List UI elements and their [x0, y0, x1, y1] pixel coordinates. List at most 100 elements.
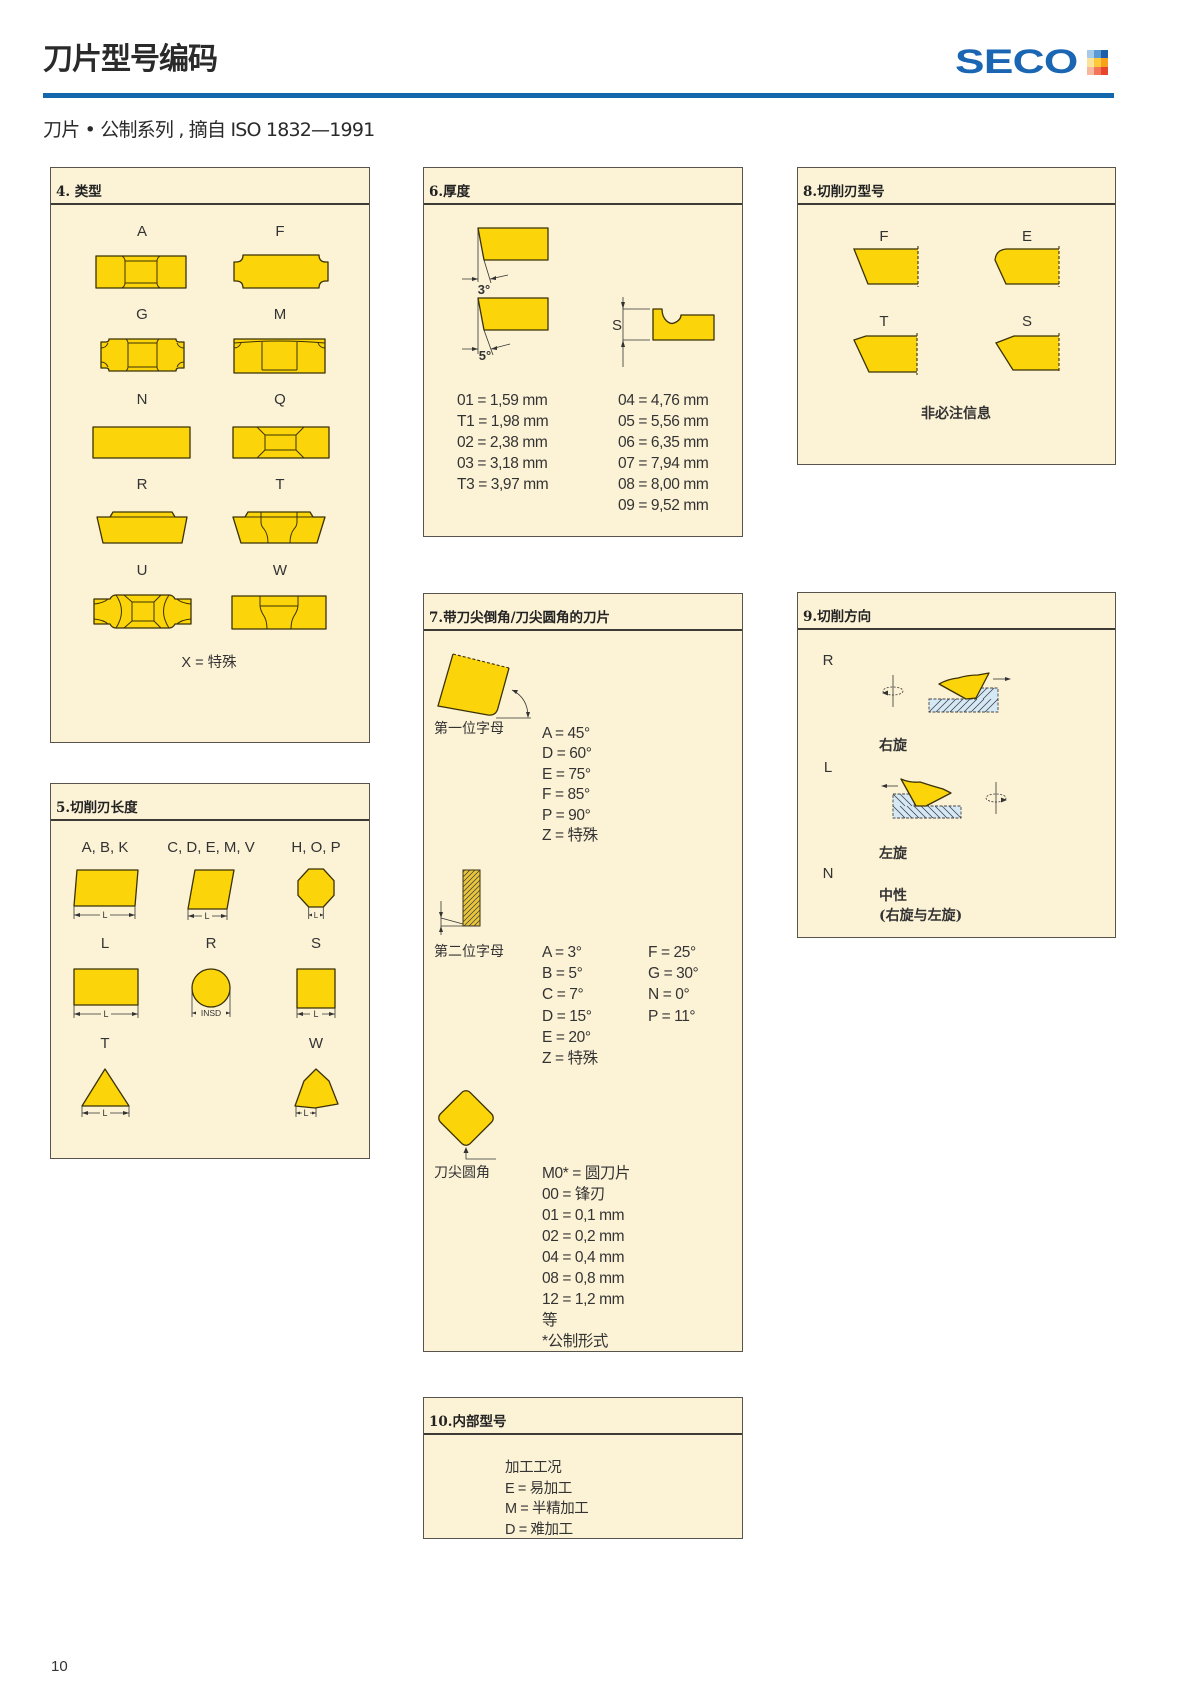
type-code-f: F	[275, 223, 285, 240]
insert-type-m-icon	[233, 338, 326, 374]
section-corner: 7.带刀尖倒角/刀尖圆角的刀片 第一位字母 A = 45° D = 60° E …	[423, 593, 743, 1352]
angle-value: F = 85°	[542, 786, 590, 804]
logo-square	[1087, 50, 1094, 59]
edge-code-e: E	[1021, 228, 1033, 245]
type-code-q: Q	[274, 391, 286, 408]
type-note: X = 特殊	[181, 655, 237, 671]
thickness-value: 06 = 6,35 mm	[618, 434, 709, 451]
logo-wordmark: SECO	[955, 43, 1078, 81]
page-number: 10	[51, 1658, 68, 1675]
rotation-ccw-icon	[882, 675, 904, 707]
dimension-label: L	[102, 1108, 107, 1118]
parallelogram-insert-icon: L	[73, 869, 139, 920]
thickness-value: 05 = 5,56 mm	[618, 413, 709, 430]
s-label: S	[612, 317, 622, 334]
dimension-label: L	[303, 1108, 308, 1118]
insert-type-a-icon	[95, 255, 187, 289]
square-insert-icon: L	[296, 968, 336, 1019]
octagon-insert-icon: L	[297, 868, 335, 920]
angle-value: P = 11°	[648, 1007, 696, 1025]
thickness-value: 07 = 7,94 mm	[618, 455, 709, 472]
chamfer-angle-diagram-icon	[437, 653, 531, 719]
radius-value: 01 = 0,1 mm	[542, 1207, 625, 1224]
edge-code-f: F	[879, 228, 889, 245]
insert-type-n-icon	[92, 426, 191, 459]
section-type: 4. 类型 A F G M N Q R T	[50, 167, 370, 743]
chamfered-edge-icon	[853, 333, 918, 375]
seco-logo: SECO	[955, 43, 1115, 81]
insert-type-q-icon	[232, 426, 330, 459]
right-hand-cutting-icon	[928, 672, 1011, 713]
radius-value: 04 = 0,4 mm	[542, 1249, 625, 1266]
section-header: 7.带刀尖倒角/刀尖圆角的刀片	[424, 594, 742, 631]
page-subtitle: 刀片 • 公制系列 , 摘自 ISO 1832—1991	[43, 119, 375, 141]
clearance-angle-diagram-icon	[439, 869, 481, 935]
condition-line: M = 半精加工	[505, 1501, 589, 1517]
angle-value: D = 15°	[542, 1007, 592, 1025]
clearance-angle-5deg-icon: 5°	[462, 297, 549, 363]
insert-type-g-icon	[100, 338, 185, 372]
section-title: 9.切削方向	[803, 609, 872, 625]
insert-type-f-icon	[233, 254, 329, 289]
section-title: 8.切削刃型号	[803, 184, 885, 200]
section-edge-length: 5.切削刃长度 A, B, K C, D, E, M, V H, O, P L …	[50, 783, 370, 1159]
angle-value: F = 25°	[648, 944, 696, 961]
shape-label-t: T	[100, 1035, 110, 1052]
insert-type-r-icon	[96, 511, 188, 544]
thickness-value: 08 = 8,00 mm	[618, 476, 709, 493]
triangle-insert-icon: L	[81, 1068, 130, 1118]
second-letter-values-col1: A = 3° B = 5° C = 7° D = 15° E = 20° Z =…	[542, 942, 598, 1069]
left-hand-cutting-icon	[881, 778, 962, 819]
radius-value: 00 = 锋刃	[542, 1186, 606, 1203]
direction-label-left: 左旋	[879, 846, 907, 862]
first-letter-values: A = 45° D = 60° E = 75° F = 85° P = 90° …	[542, 724, 598, 846]
angle-label: 5°	[479, 348, 491, 363]
round-insert-icon: INSD	[191, 968, 231, 1018]
edge-code-t: T	[879, 313, 889, 330]
radius-value: 等	[542, 1312, 558, 1329]
angle-value: E = 20°	[542, 1028, 591, 1046]
shape-label-hop: H, O, P	[291, 839, 341, 856]
angle-value: Z = 特殊	[542, 826, 598, 844]
shape-label-cdemv: C, D, E, M, V	[167, 839, 255, 856]
thickness-s-diagram-icon: S	[612, 297, 715, 367]
edge-note: 非必注信息	[921, 406, 991, 422]
type-code-m: M	[273, 306, 287, 323]
insert-type-w-icon	[231, 595, 327, 630]
type-code-n: N	[136, 391, 148, 408]
shape-label-w: W	[308, 1035, 324, 1052]
direction-label-right: 右旋	[879, 738, 907, 754]
thickness-values-right: 04 = 4,76 mm 05 = 5,56 mm 06 = 6,35 mm 0…	[618, 390, 709, 516]
angle-value: C = 7°	[542, 986, 584, 1004]
header-divider	[43, 93, 1114, 98]
angle-value: E = 75°	[542, 765, 591, 783]
rectangle-insert-icon: L	[73, 968, 139, 1019]
rotation-cw-icon	[985, 782, 1007, 814]
nose-radius-diagram-icon	[438, 1090, 496, 1160]
logo-color-squares	[1087, 50, 1108, 75]
dimension-label: L	[313, 1009, 318, 1019]
dimension-label: L	[204, 911, 209, 921]
type-code-w: W	[272, 562, 288, 579]
radius-value: *公制形式	[542, 1333, 609, 1350]
thickness-value: 03 = 3,18 mm	[457, 455, 548, 472]
thickness-value: 04 = 4,76 mm	[618, 392, 709, 409]
section-header: 10.内部型号	[424, 1398, 742, 1435]
direction-label-neutral: 中性	[879, 888, 907, 904]
type-code-a: A	[136, 223, 148, 240]
radius-value: 08 = 0,8 mm	[542, 1270, 625, 1287]
logo-square	[1094, 58, 1101, 67]
machining-conditions: 加工工况 E = 易加工 M = 半精加工 D = 难加工	[505, 1458, 589, 1540]
logo-square	[1087, 58, 1094, 67]
section-header: 8.切削刃型号	[798, 168, 1115, 205]
shape-label-s: S	[310, 935, 322, 952]
section-header: 4. 类型	[51, 168, 369, 205]
nose-radius-label: 刀尖圆角	[434, 1165, 490, 1181]
chamfered-honed-edge-icon	[995, 333, 1060, 373]
dimension-label: L	[314, 911, 319, 920]
radius-value: M0* = 圆刀片	[542, 1165, 631, 1182]
second-letter-values-col2: F = 25° G = 30° N = 0° P = 11°	[648, 942, 699, 1027]
first-letter-label: 第一位字母	[434, 721, 504, 737]
direction-code-n: N	[822, 865, 834, 882]
